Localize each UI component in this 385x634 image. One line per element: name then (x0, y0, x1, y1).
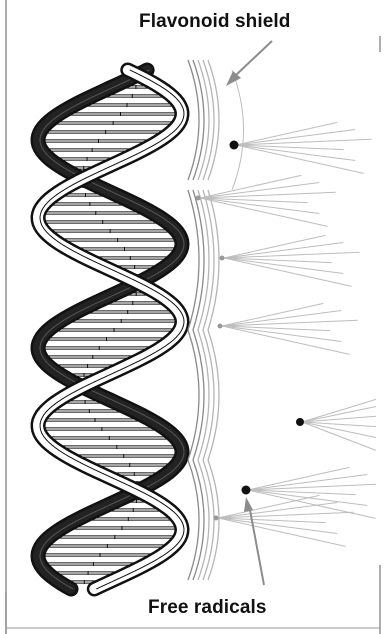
free-radical-dot (296, 418, 304, 426)
shield-arc (188, 330, 199, 460)
flavonoid-shield-arcs (188, 60, 244, 580)
free-radical-dot (230, 141, 239, 150)
free-radical-dot (218, 324, 223, 329)
radical-ray (302, 406, 376, 422)
free-radical-dot (220, 256, 225, 261)
shield-arc (188, 190, 199, 330)
dna-double-helix (38, 70, 184, 589)
arrow-to-shield (226, 41, 272, 86)
free-radical-dot (214, 516, 219, 521)
flavonoid-shield-label: Flavonoid shield (139, 11, 291, 33)
shield-arc (188, 60, 199, 180)
free-radical-particles (196, 122, 377, 546)
free-radical-dot (196, 196, 201, 201)
free-radicals-label: Free radicals (148, 597, 267, 619)
shield-arc (188, 460, 199, 580)
free-radical-dot (242, 486, 251, 495)
shield-arc-outer (232, 70, 244, 190)
